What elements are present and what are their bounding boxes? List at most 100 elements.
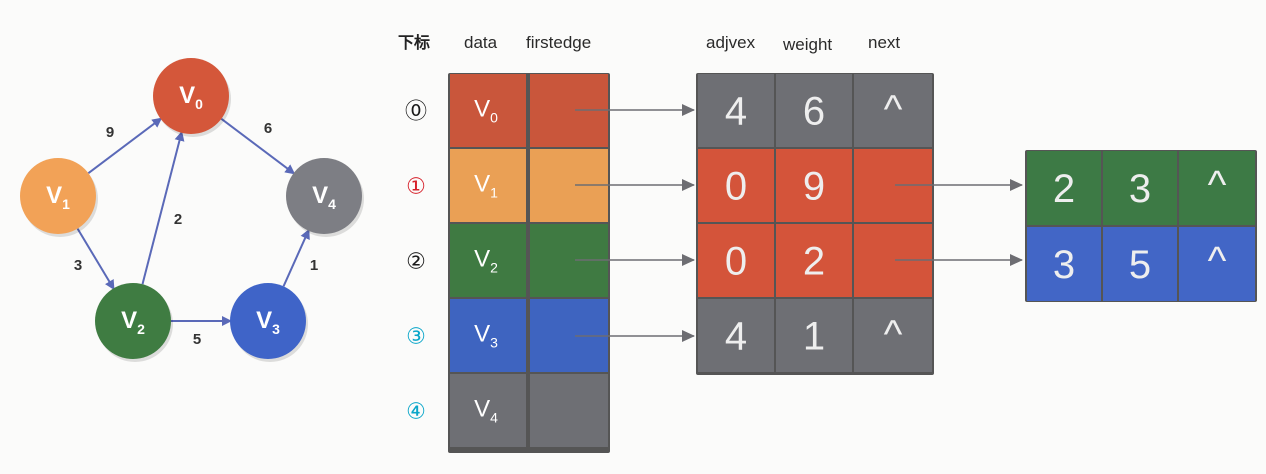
weight-value: 3 <box>1129 167 1151 211</box>
weight-cell <box>776 149 852 222</box>
weight-cell <box>776 299 852 372</box>
weight-cell <box>1103 227 1177 301</box>
vertex-data-label: V4 <box>474 396 498 426</box>
edge-weight-label: 6 <box>264 120 272 137</box>
vertex-data-label-subscript: 3 <box>490 335 498 351</box>
next-node-0: 2 3 ^ <box>1027 151 1255 225</box>
index-1: ① <box>406 175 426 200</box>
next-cell <box>1179 227 1255 301</box>
adjvex-cell <box>698 224 774 297</box>
adjvex-cell <box>698 149 774 222</box>
node-label-letter: V <box>46 182 62 209</box>
node-circle <box>153 58 229 134</box>
adjvex-cell <box>1027 227 1101 301</box>
adjvex-value: 0 <box>725 240 747 284</box>
vertex-data-label-letter: V <box>474 396 490 423</box>
weight-value: 9 <box>803 165 825 209</box>
vertex-data-label-subscript: 0 <box>490 110 498 126</box>
vertex-row-3: V3 <box>450 299 608 372</box>
vertex-data-label-letter: V <box>474 96 490 123</box>
adjvex-value: 2 <box>1053 167 1075 211</box>
weight-value: 2 <box>803 240 825 284</box>
next-cell <box>854 299 932 372</box>
edge-weight-label: 9 <box>106 124 114 141</box>
vertex-data-label-letter: V <box>474 321 490 348</box>
edge-weight-label: 3 <box>74 257 82 274</box>
node-label-letter: V <box>121 307 137 334</box>
weight-value: 6 <box>803 90 825 134</box>
index-4: ④ <box>406 400 426 425</box>
next-value: ^ <box>1208 163 1227 207</box>
pointer-arrows <box>575 104 1023 342</box>
graph-edge-v0-v4 <box>220 118 296 175</box>
data-cell <box>450 374 526 447</box>
next-value: ^ <box>884 313 903 357</box>
graph-node-v3: V3 <box>230 283 308 362</box>
index-column: ⓪ ① ② ③ ④ <box>405 100 427 425</box>
node-label: V3 <box>256 307 280 337</box>
node-circle <box>95 283 171 359</box>
node-label-letter: V <box>256 307 272 334</box>
weight-cell <box>776 74 852 147</box>
header-data: data <box>464 33 498 52</box>
index-2: ② <box>406 250 426 275</box>
vertex-row-2: V2 <box>450 224 608 297</box>
next-cell <box>1179 151 1255 225</box>
data-cell <box>450 299 526 372</box>
node-label-letter: V <box>312 182 328 209</box>
next-node-1: 3 5 ^ <box>1027 227 1255 301</box>
vertex-data-label-letter: V <box>474 171 490 198</box>
header-index: 下标 <box>398 33 430 52</box>
index-3: ③ <box>406 325 426 350</box>
next-edge-nodes: 2 3 ^ 3 5 ^ <box>1025 150 1257 302</box>
node-label: V1 <box>46 182 70 212</box>
data-cell <box>450 149 526 222</box>
graph-edge-v2-v0 <box>141 130 185 285</box>
edge-node-3: 4 1 ^ <box>698 299 932 372</box>
vertex-data-label: V1 <box>474 171 498 201</box>
edge-weight-label: 2 <box>174 211 182 228</box>
vertex-data-label: V2 <box>474 246 498 276</box>
node-circle <box>20 158 96 234</box>
adjvex-cell <box>698 74 774 147</box>
graph-node-v2: V2 <box>95 283 173 362</box>
vertex-row-4: V4 <box>450 374 608 447</box>
vertex-data-label-subscript: 1 <box>490 185 498 201</box>
node-label-subscript: 1 <box>62 196 70 212</box>
vertex-data-label-subscript: 4 <box>490 410 498 426</box>
index-0: ⓪ <box>405 100 427 125</box>
graph-edge-v1-v2 <box>76 228 115 291</box>
node-label: V4 <box>312 182 336 212</box>
vertex-data-label-letter: V <box>474 246 490 273</box>
data-cell <box>450 224 526 297</box>
adjvex-value: 4 <box>725 315 747 359</box>
next-value: ^ <box>1208 239 1227 283</box>
adjvex-value: 0 <box>725 165 747 209</box>
next-cell <box>854 74 932 147</box>
data-cell <box>450 74 526 147</box>
weight-value: 5 <box>1129 243 1151 287</box>
graph-node-v0: V0 <box>153 58 231 137</box>
header-weight: weight <box>782 35 832 54</box>
adjvex-value: 4 <box>725 90 747 134</box>
firstedge-cell <box>530 374 608 447</box>
node-circle <box>286 158 362 234</box>
table-headers: 下标 data firstedge adjvex weight next <box>398 33 900 54</box>
header-firstedge: firstedge <box>526 33 591 52</box>
node-label-subscript: 0 <box>195 96 203 112</box>
node-label-letter: V <box>179 82 195 109</box>
edge-weight-label: 5 <box>193 331 201 348</box>
weight-value: 1 <box>803 315 825 359</box>
node-label-subscript: 2 <box>137 321 145 337</box>
graph-edge-v3-v4 <box>282 228 310 287</box>
vertex-data-label-subscript: 2 <box>490 260 498 276</box>
graph-edge-v1-v0 <box>87 117 163 174</box>
node-label: V0 <box>179 82 203 112</box>
node-circle <box>230 283 306 359</box>
adjvex-value: 3 <box>1053 243 1075 287</box>
